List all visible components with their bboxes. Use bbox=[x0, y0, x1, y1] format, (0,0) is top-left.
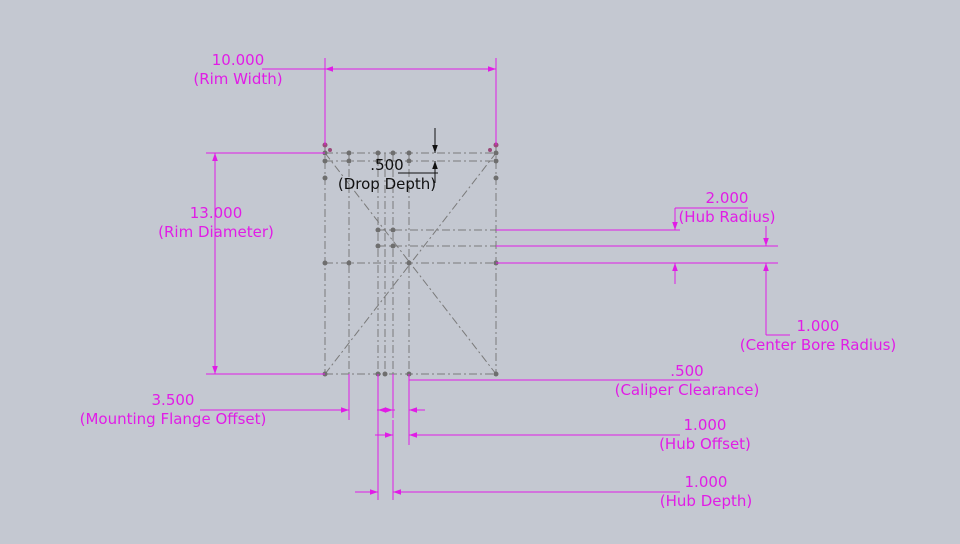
rim-diameter-dimension[interactable] bbox=[206, 152, 325, 375]
dimension-graphics[interactable] bbox=[200, 58, 790, 500]
mounting-flange-offset-name: (Mounting Flange Offset) bbox=[79, 410, 267, 428]
rim-diameter-label[interactable]: 13.000 (Rim Diameter) bbox=[148, 204, 284, 242]
mounting-flange-offset-label[interactable]: 3.500 (Mounting Flange Offset) bbox=[64, 391, 282, 429]
center-bore-radius-label[interactable]: 1.000 (Center Bore Radius) bbox=[726, 317, 910, 355]
hub-radius-label[interactable]: 2.000 (Hub Radius) bbox=[672, 189, 782, 227]
drop-depth-label[interactable]: .500 (Drop Depth) bbox=[324, 156, 450, 194]
caliper-clearance-value: .500 bbox=[670, 362, 704, 380]
hub-offset-dimension[interactable] bbox=[375, 380, 680, 445]
rim-width-label[interactable]: 10.000 (Rim Width) bbox=[188, 51, 288, 89]
hub-depth-name: (Hub Depth) bbox=[659, 492, 753, 510]
center-bore-dimension[interactable] bbox=[496, 226, 790, 336]
rim-width-name: (Rim Width) bbox=[193, 70, 283, 88]
hub-offset-value: 1.000 bbox=[683, 416, 727, 434]
drop-depth-name: (Drop Depth) bbox=[337, 175, 437, 193]
mounting-flange-offset-dimension[interactable] bbox=[200, 374, 395, 420]
hub-radius-dimension[interactable] bbox=[496, 207, 778, 284]
hub-offset-name: (Hub Offset) bbox=[659, 435, 751, 453]
hub-radius-name: (Hub Radius) bbox=[678, 208, 776, 226]
center-bore-radius-value: 1.000 bbox=[796, 317, 840, 335]
rim-width-dimension[interactable] bbox=[262, 58, 497, 145]
sketch-points[interactable] bbox=[322, 150, 499, 377]
hub-depth-value: 1.000 bbox=[684, 473, 728, 491]
hub-offset-label[interactable]: 1.000 (Hub Offset) bbox=[650, 416, 760, 454]
rim-diameter-value: 13.000 bbox=[189, 204, 243, 222]
caliper-clearance-name: (Caliper Clearance) bbox=[614, 381, 760, 399]
caliper-clearance-label[interactable]: .500 (Caliper Clearance) bbox=[598, 362, 776, 400]
rim-width-value: 10.000 bbox=[211, 51, 265, 69]
center-bore-radius-name: (Center Bore Radius) bbox=[739, 336, 897, 354]
hub-depth-dimension[interactable] bbox=[355, 420, 680, 500]
hub-radius-value: 2.000 bbox=[705, 189, 749, 207]
drop-depth-dimension[interactable] bbox=[398, 128, 438, 183]
rim-diameter-name: (Rim Diameter) bbox=[158, 223, 274, 241]
mounting-flange-offset-value: 3.500 bbox=[151, 391, 195, 409]
hub-depth-label[interactable]: 1.000 (Hub Depth) bbox=[650, 473, 762, 511]
drop-depth-value: .500 bbox=[370, 156, 404, 174]
